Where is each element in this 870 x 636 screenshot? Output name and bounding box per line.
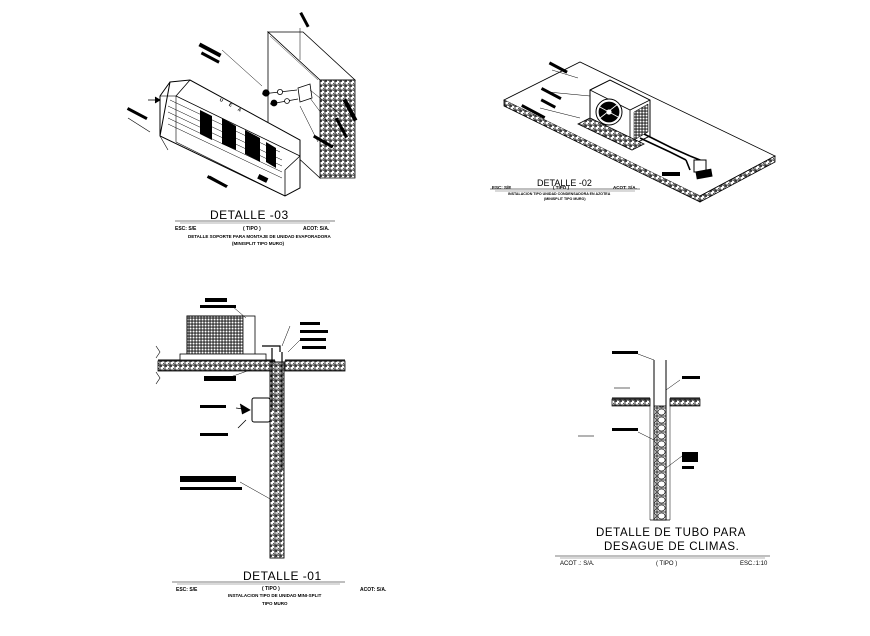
detail-01-description: INSTALACION TIPO DE UNIDAD MINI-SPLIT <box>228 593 322 598</box>
detail-03-title: DETALLE -03 <box>210 208 289 222</box>
detail-03-scale: ESC: S/E <box>175 226 197 232</box>
detail-03-description: DETALLE SOPORTE PARA MONTAJE DE UNIDAD E… <box>188 234 331 239</box>
detail-02-dimensions: ACOT: S/A. <box>613 185 637 190</box>
detail-02-description: INSTALACION TIPO UNIDAD CONDENSADORA EN … <box>508 192 611 196</box>
detail-03-drawing <box>127 28 357 224</box>
detail-01-description-sub: TIPO MURO <box>262 601 288 606</box>
detail-01-type: ( TIPO ) <box>262 586 280 592</box>
detail-04-scale: ESC.:1:10 <box>740 561 768 567</box>
detail-04-title-line2: DESAGUE DE CLIMAS. <box>604 541 740 553</box>
detail-02-scale: ESC: S/E <box>492 185 512 190</box>
detail-02-description-sub: (MINISPLIT TIPO MURO) <box>544 197 586 201</box>
detail-04-type: ( TIPO ) <box>656 561 678 567</box>
detail-03-type: ( TIPO ) <box>243 226 261 232</box>
detail-01-dimensions: ACOT: S/A. <box>360 587 387 593</box>
detail-02-drawing <box>490 61 776 203</box>
detail-04-drawing <box>555 353 770 559</box>
detail-03-dimensions: ACOT: S/A. <box>303 226 330 232</box>
detail-04-dimensions: ACOT .: S/A. <box>560 561 595 567</box>
illegible-label-blocks <box>126 11 700 490</box>
detail-01-title: DETALLE -01 <box>243 569 322 583</box>
detail-01-scale: ESC: S/E <box>176 587 198 593</box>
detail-02-title: DETALLE -02 <box>537 178 592 188</box>
detail-02-type: ( TIPO ) <box>553 185 569 190</box>
detail-04-title-line1: DETALLE DE TUBO PARA <box>596 527 747 539</box>
detail-03-description-sub: (MINISPLIT TIPO MURO) <box>232 241 284 246</box>
detail-01-drawing <box>155 305 346 585</box>
